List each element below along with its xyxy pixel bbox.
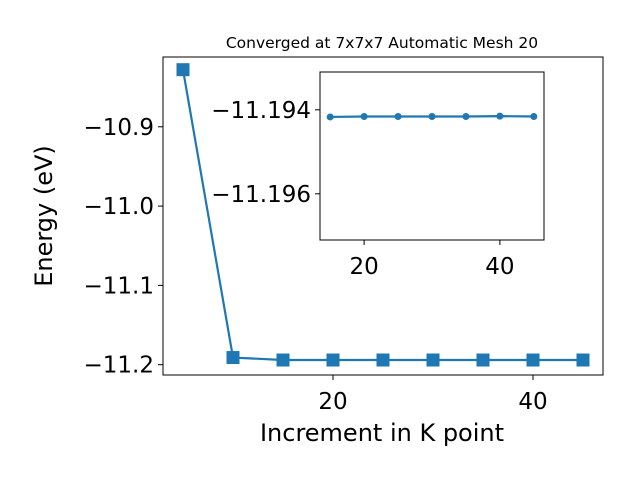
main-data-point bbox=[376, 353, 390, 367]
main-x-tick-label: 20 bbox=[318, 389, 347, 415]
inset-data-point bbox=[394, 113, 402, 121]
inset-plot-frame bbox=[319, 71, 545, 241]
inset-data-point bbox=[530, 113, 538, 121]
main-y-tick-label: −11.2 bbox=[84, 353, 154, 379]
inset-series bbox=[326, 112, 538, 121]
main-y-tick-label: −11.1 bbox=[84, 273, 154, 299]
main-data-point bbox=[476, 353, 490, 367]
main-plot-frame bbox=[162, 56, 604, 376]
inset-data-point bbox=[360, 113, 368, 121]
y-axis-label: Energy (eV) bbox=[30, 145, 58, 287]
x-axis-label: Increment in K point bbox=[260, 419, 504, 447]
main-y-tick-label: −11.0 bbox=[84, 194, 154, 220]
inset-data-point bbox=[496, 112, 504, 120]
inset-y-tick-label: −11.196 bbox=[211, 182, 311, 208]
inset-data-point bbox=[326, 113, 334, 121]
inset-x-tick-label: 20 bbox=[349, 254, 378, 280]
inset-data-point bbox=[428, 113, 436, 121]
inset-x-tick-label: 40 bbox=[485, 254, 514, 280]
main-data-point bbox=[576, 353, 590, 367]
main-y-tick-label: −10.9 bbox=[84, 115, 154, 141]
main-series bbox=[176, 63, 590, 367]
main-axes: Converged at 7x7x7 Automatic Mesh 20 Inc… bbox=[30, 34, 604, 447]
main-data-point bbox=[176, 63, 190, 77]
main-data-point bbox=[276, 353, 290, 367]
inset-y-tick-label: −11.194 bbox=[211, 98, 311, 124]
inset-axes: 20 40 −11.196 −11.194 bbox=[211, 71, 545, 280]
inset-ticks: 20 40 −11.196 −11.194 bbox=[211, 98, 514, 280]
chart-title: Converged at 7x7x7 Automatic Mesh 20 bbox=[226, 34, 538, 52]
main-data-point bbox=[226, 351, 240, 365]
main-data-point bbox=[326, 353, 340, 367]
inset-background bbox=[320, 72, 544, 240]
main-ticks: 20 40 −10.9 −11.0 −11.1 −11.2 bbox=[84, 115, 548, 415]
main-data-point bbox=[526, 353, 540, 367]
main-data-point bbox=[426, 353, 440, 367]
main-x-tick-label: 40 bbox=[518, 389, 547, 415]
inset-data-point bbox=[462, 113, 470, 121]
